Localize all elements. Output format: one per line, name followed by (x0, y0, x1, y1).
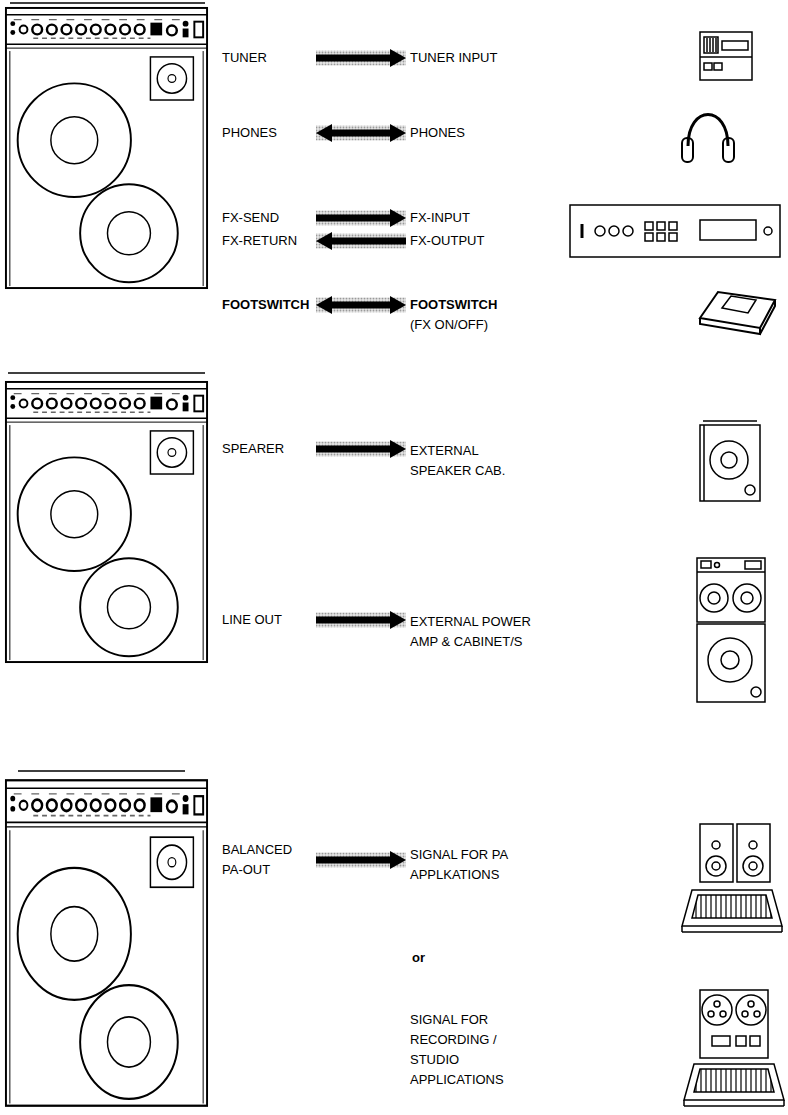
arrow-head (390, 49, 406, 67)
arrow-head (316, 232, 332, 250)
label-text: EXTERNAL SPEAKER CAB. (410, 441, 520, 481)
arrow-head (390, 209, 406, 227)
device-label: TUNER INPUT (410, 48, 540, 68)
label-text: FX-SEND (222, 208, 312, 228)
port-label: SPEARER (222, 439, 312, 459)
label-text: SPEARER (222, 439, 312, 459)
label-text: FX-RETURN (222, 231, 312, 251)
arrow-shaft (331, 130, 391, 137)
arrow-shaft (316, 215, 391, 222)
arrow-head (390, 296, 406, 314)
signal-arrow (316, 232, 406, 250)
port-label: FOOTSWITCH (222, 295, 312, 315)
amp-stack-icon (697, 558, 765, 702)
label-text: PHONES (410, 123, 520, 143)
arrow-head (316, 124, 332, 142)
signal-arrow (316, 440, 406, 458)
amplifier-combo (6, 373, 207, 662)
device-label: SIGNAL FOR RECORDING / STUDIO APPLICATIO… (410, 1010, 545, 1090)
arrow-head (316, 296, 332, 314)
signal-arrow (316, 851, 406, 869)
arrow-shaft (331, 238, 406, 245)
device-label: EXTERNAL POWER AMP & CABINET/S (410, 612, 540, 652)
signal-arrow (316, 124, 406, 142)
effects-unit-icon (570, 205, 780, 257)
label-text: FOOTSWITCH (410, 295, 540, 315)
label-text: FOOTSWITCH (222, 295, 312, 315)
speaker-cabinet-icon (700, 421, 760, 501)
label-text: EXTERNAL POWER AMP & CABINET/S (410, 612, 540, 652)
label-text: (FX ON/OFF) (410, 315, 540, 335)
port-label: PHONES (222, 123, 312, 143)
device-label: PHONES (410, 123, 520, 143)
arrow-shaft (331, 302, 391, 309)
amplifier-combo (6, 3, 207, 288)
arrow-head (390, 611, 406, 629)
device-label: FX-OUTPUT (410, 231, 520, 251)
arrow-shaft (316, 617, 391, 624)
label-text: TUNER INPUT (410, 48, 540, 68)
arrow-head (390, 440, 406, 458)
signal-arrow (316, 611, 406, 629)
label-text: BALANCED PA-OUT (222, 840, 312, 880)
device-label: FX-INPUT (410, 208, 520, 228)
label-text: LINE OUT (222, 610, 312, 630)
footswitch-icon (700, 292, 775, 334)
pa-system-icon (682, 824, 782, 932)
device-label: SIGNAL FOR PA APPLKATIONS (410, 845, 545, 885)
label-text: SIGNAL FOR RECORDING / STUDIO APPLICATIO… (410, 1010, 545, 1090)
signal-arrow (316, 296, 406, 314)
tape-recorder-icon (684, 990, 784, 1106)
port-label: LINE OUT (222, 610, 312, 630)
arrow-head (390, 124, 406, 142)
port-label: BALANCED PA-OUT (222, 840, 312, 880)
arrow-shaft (316, 857, 391, 864)
port-label: FX-SEND (222, 208, 312, 228)
signal-arrow (316, 209, 406, 227)
port-label: TUNER (222, 48, 312, 68)
device-label: EXTERNAL SPEAKER CAB. (410, 441, 520, 481)
signal-arrow (316, 49, 406, 67)
arrow-head (390, 851, 406, 869)
device-label: FOOTSWITCH(FX ON/OFF) (410, 295, 540, 335)
note-text: or (412, 948, 425, 968)
arrow-shaft (316, 446, 391, 453)
tuner-icon (700, 32, 752, 80)
label-text: PHONES (222, 123, 312, 143)
label-text: FX-INPUT (410, 208, 520, 228)
label-text: SIGNAL FOR PA APPLKATIONS (410, 845, 545, 885)
port-label: FX-RETURN (222, 231, 312, 251)
label-text: TUNER (222, 48, 312, 68)
arrow-shaft (316, 55, 391, 62)
headphones-icon (682, 115, 734, 163)
label-text: FX-OUTPUT (410, 231, 520, 251)
amplifier-combo (6, 771, 207, 1106)
